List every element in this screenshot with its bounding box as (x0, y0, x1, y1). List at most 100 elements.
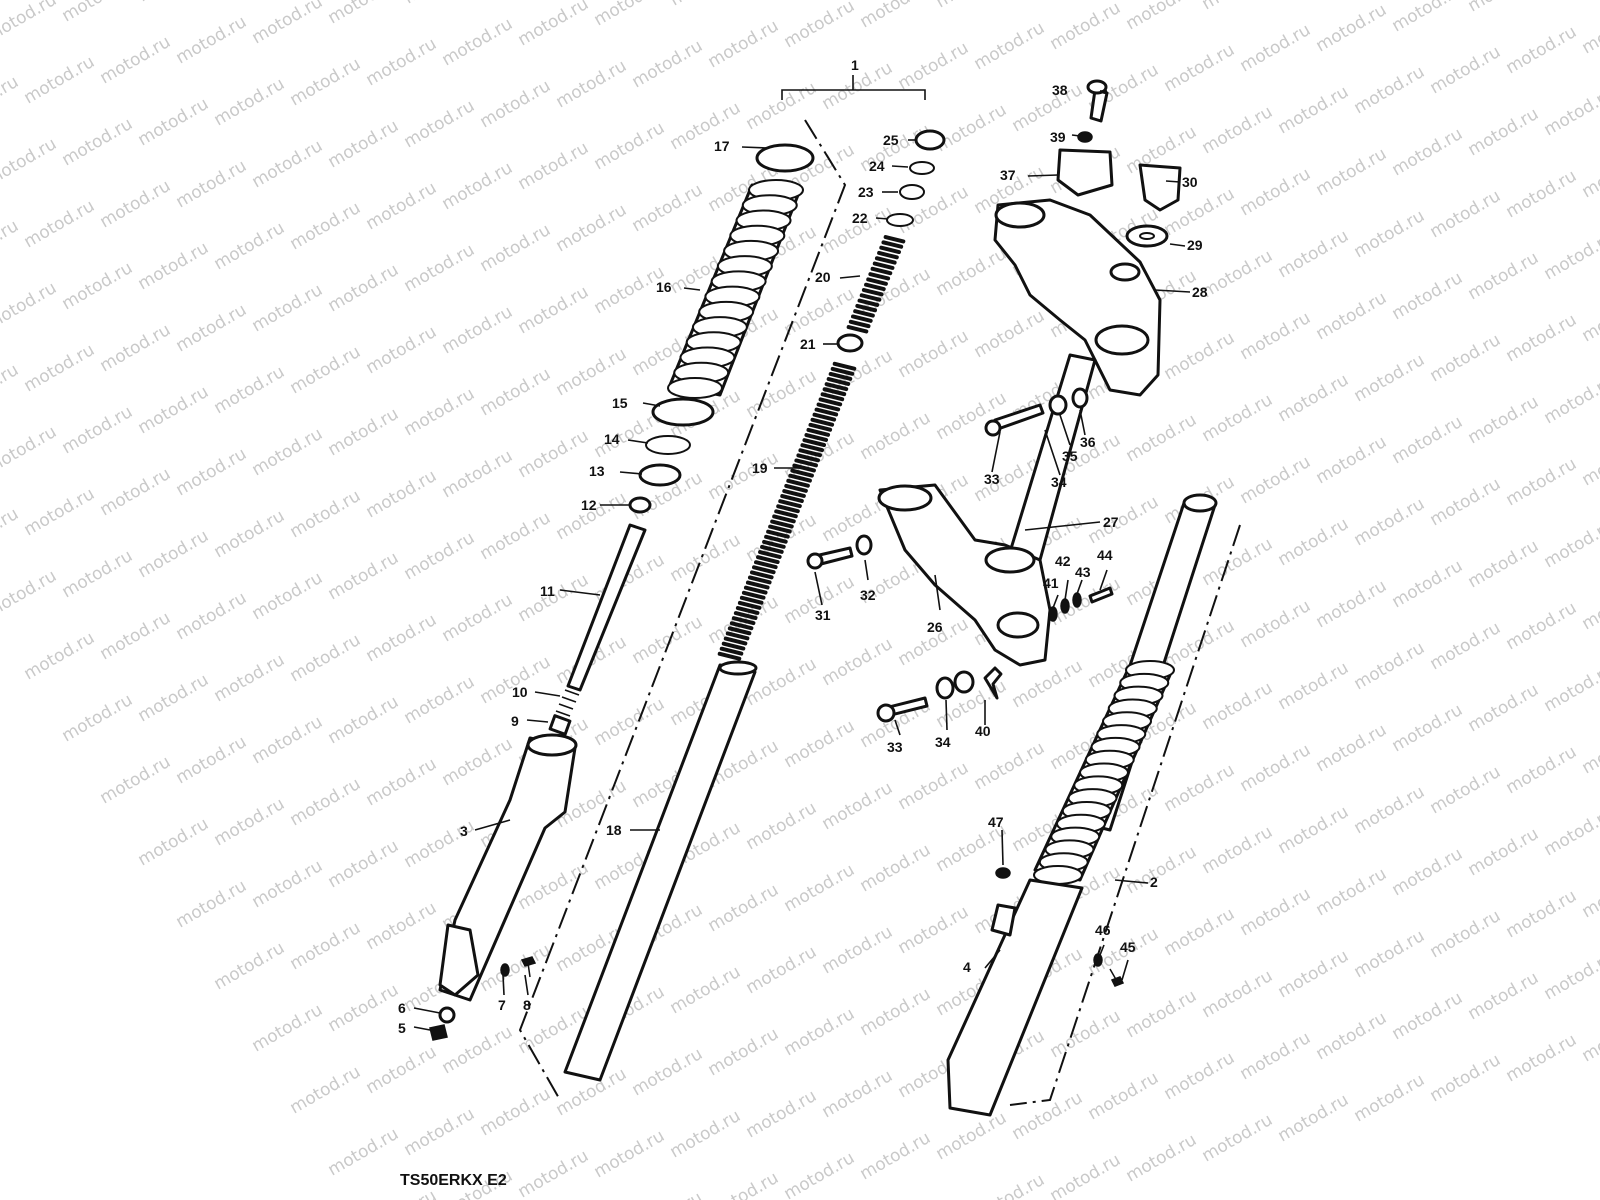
watermark-text: motod.ru (21, 484, 99, 540)
spring-coil (814, 407, 839, 417)
watermark-text: motod.ru (553, 200, 631, 256)
cap-bolt-30 (1138, 163, 1182, 212)
watermark-text: motod.ru (325, 0, 403, 28)
watermark-text: motod.ru (135, 814, 213, 870)
outer-tube-3 (438, 733, 578, 1002)
callout-34: 34 (1051, 474, 1067, 490)
boot-clamp-17 (755, 143, 815, 173)
watermark-text: motod.ru (1161, 328, 1239, 384)
watermark-text: motod.ru (363, 34, 441, 90)
watermark-text: motod.ru (1009, 1088, 1087, 1144)
watermark-text: motod.ru (1579, 434, 1600, 490)
spring-coil (868, 272, 891, 281)
spring-coil (808, 422, 833, 432)
watermark-text: motod.ru (743, 654, 821, 710)
watermark-text: motod.ru (515, 1146, 593, 1200)
watermark-text: motod.ru (211, 74, 289, 130)
callout-30: 30 (1182, 174, 1198, 190)
watermark-text: motod.ru (59, 0, 137, 26)
watermark-text: motod.ru (515, 0, 593, 50)
spring-coil (881, 240, 904, 249)
diagram-caption: TS50ERKX E2 (400, 1172, 507, 1189)
watermark-text: motod.ru (857, 1128, 935, 1184)
watermark-text: motod.ru (1199, 0, 1277, 14)
watermark-text: motod.ru (287, 486, 365, 542)
spring-coil (832, 361, 857, 371)
watermark-text: motod.ru (1237, 308, 1315, 364)
watermark-text: motod.ru (211, 938, 289, 994)
watermark-text: motod.ru (135, 94, 213, 150)
spring-coil (729, 621, 754, 631)
watermark-text: motod.ru (97, 320, 175, 376)
watermark-text: motod.ru (0, 216, 22, 272)
watermark-text: motod.ru (439, 14, 517, 70)
assembly-guide-line (518, 119, 847, 1101)
spring-coil (733, 611, 758, 620)
watermark-text: motod.ru (0, 566, 60, 622)
rebound-spring-10 (555, 689, 580, 717)
watermark-text: motod.ru (857, 408, 935, 464)
watermark-text: motod.ru (1313, 144, 1391, 200)
watermark-text: motod.ru (895, 902, 973, 958)
watermark-text: motod.ru (933, 244, 1011, 300)
bolt-38 (1089, 88, 1109, 123)
watermark-text: motod.ru (97, 32, 175, 88)
watermark-text: motod.ru (287, 774, 365, 830)
watermark-text: motod.ru (325, 116, 403, 172)
watermark-text: motod.ru (325, 404, 403, 460)
watermark-text: motod.ru (1123, 842, 1201, 898)
inner-tube-18 (563, 660, 758, 1082)
watermark-text: motod.ru (0, 422, 60, 478)
watermark-text: motod.ru (1199, 1110, 1277, 1166)
watermark-text: motod.ru (1199, 102, 1277, 158)
callout-47: 47 (988, 814, 1004, 830)
spring-coil (737, 600, 762, 610)
watermark-text: motod.ru (1427, 186, 1505, 242)
boot-clamp-15 (651, 397, 715, 427)
spring-coil (762, 539, 786, 549)
watermark-text: motod.ru (1389, 412, 1467, 468)
watermark-text: motod.ru (1009, 80, 1087, 136)
watermark-text: motod.ru (1351, 206, 1429, 262)
spring-coil (798, 448, 822, 458)
watermark-text: motod.ru (1085, 492, 1163, 548)
watermark-text: motod.ru (173, 588, 251, 644)
washer-42 (1060, 598, 1070, 614)
watermark-text: motod.ru (1085, 1068, 1163, 1124)
watermark-text: motod.ru (1579, 578, 1600, 634)
callout-1: 1 (851, 57, 859, 73)
watermark-text: motod.ru (1427, 618, 1505, 674)
watermark-text: motod.ru (1275, 1090, 1353, 1146)
spring-coil (816, 402, 841, 412)
callout-labels: 1 2 3 4 5 6 7 8 9 10 11 12 13 14 15 16 1… (398, 57, 1208, 1036)
watermark-text: motod.ru (287, 198, 365, 254)
watermark-text: motod.ru (743, 798, 821, 854)
watermark-text: motod.ru (1503, 742, 1581, 798)
oil-seal-13 (638, 463, 682, 487)
callout-17: 17 (714, 138, 730, 154)
watermark-text: motod.ru (705, 1024, 783, 1080)
watermark-text: motod.ru (173, 444, 251, 500)
spring-coil (818, 397, 843, 407)
watermark-text: motod.ru (933, 100, 1011, 156)
watermark-text: motod.ru (1123, 1130, 1201, 1186)
spring-coil (747, 575, 772, 585)
cap-25 (914, 129, 946, 151)
watermark-text: motod.ru (363, 1042, 441, 1098)
spring-coil (822, 387, 847, 397)
watermark-text: motod.ru (401, 240, 479, 296)
callout-31: 31 (815, 607, 831, 623)
watermark-text: motod.ru (857, 984, 935, 1040)
watermark-text: motod.ru (1237, 884, 1315, 940)
spacer-21 (836, 333, 864, 353)
steering-brackets (806, 79, 1182, 723)
watermark-text: motod.ru (173, 876, 251, 932)
watermark-text: motod.ru (1427, 1050, 1505, 1106)
spring-coil (866, 277, 888, 286)
watermark-text: motod.ru (1351, 494, 1429, 550)
spring-coil (778, 499, 802, 509)
callout-27: 27 (1103, 514, 1119, 530)
watermark-text: motod.ru (1389, 268, 1467, 324)
fork-spring-20 (846, 235, 906, 334)
watermark-text: motod.ru (439, 734, 517, 790)
